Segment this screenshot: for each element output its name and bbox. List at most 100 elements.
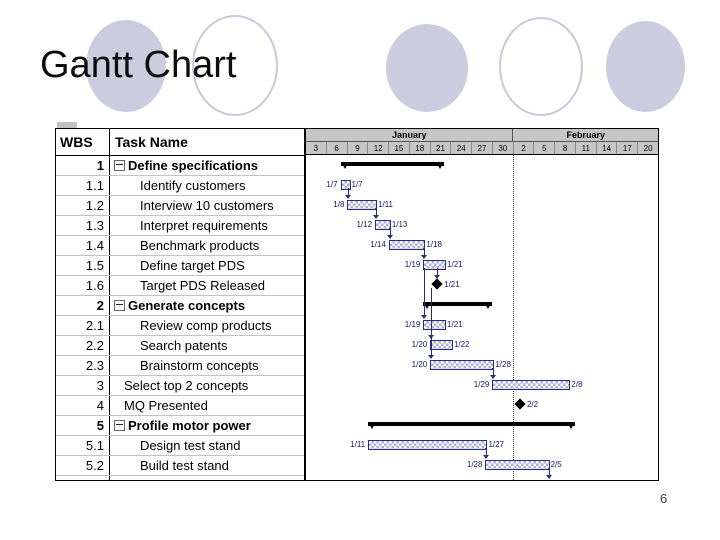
summary-bar-end-cap: [368, 422, 377, 429]
summary-bar-end-cap: [436, 162, 445, 169]
task-name-label: Select top 2 concepts: [124, 378, 249, 393]
wbs-cell: [56, 476, 110, 480]
bar-end-label: 1/21: [447, 260, 463, 269]
wbs-cell: 2.1: [56, 316, 110, 335]
day-tick: 14: [597, 142, 618, 154]
collapse-icon[interactable]: [114, 160, 125, 171]
wbs-cell: 2.2: [56, 336, 110, 355]
wbs-cell: 1.1: [56, 176, 110, 195]
task-name-cell: Interview 10 customers: [110, 196, 304, 215]
bar-start-label: 1/20: [411, 360, 428, 369]
link-line: [424, 248, 425, 256]
wbs-cell: 5.1: [56, 436, 110, 455]
page-number: 6: [660, 491, 668, 506]
task-name-label: MQ Presented: [124, 398, 208, 413]
current-date-line: [513, 155, 515, 480]
wbs-cell: 5: [56, 416, 110, 435]
summary-bar-end-cap: [423, 302, 432, 309]
day-tick: 8: [555, 142, 576, 154]
task-name-cell: Profile motor power: [110, 416, 304, 435]
task-bar: [368, 440, 488, 450]
task-bar: [485, 460, 550, 470]
task-bar: [375, 220, 391, 230]
link-line: [348, 188, 349, 196]
bar-start-label: 1/12: [356, 220, 373, 229]
day-tick: 27: [472, 142, 493, 154]
bar-start-label: 1/28: [466, 460, 483, 469]
bar-end-label: 1/7: [351, 180, 363, 189]
task-bar: [492, 380, 571, 390]
table-row: [56, 476, 304, 480]
wbs-cell: 1.3: [56, 216, 110, 235]
task-name-label: Build test stand: [140, 458, 229, 473]
day-tick: 30: [493, 142, 514, 154]
link-line: [390, 228, 391, 236]
milestone-label: 1/21: [444, 280, 460, 289]
month-label: January: [306, 129, 514, 141]
table-row: 2.2 Search patents: [56, 336, 304, 356]
bar-start-label: 1/11: [350, 440, 366, 449]
bar-start-label: 1/29: [473, 380, 490, 389]
task-name-cell: Generate concepts: [110, 296, 304, 315]
task-name-label: Search patents: [140, 338, 228, 353]
task-name-cell: Select top 2 concepts: [110, 376, 304, 395]
link-line: [549, 468, 550, 476]
summary-bar: [340, 162, 445, 166]
collapse-icon[interactable]: [114, 420, 125, 431]
day-tick: 24: [451, 142, 473, 154]
wbs-cell: 2: [56, 296, 110, 315]
collapse-icon[interactable]: [114, 300, 125, 311]
task-name-label: Interpret requirements: [140, 218, 268, 233]
bar-start-label: 1/14: [370, 240, 386, 249]
bar-start-label: 1/19: [404, 260, 421, 269]
day-tick: 9: [348, 142, 369, 154]
wbs-column-header: WBS: [56, 129, 110, 155]
task-name-cell: Target PDS Released: [110, 276, 304, 295]
bar-end-label: 1/18: [426, 240, 442, 249]
decor-circle-2: [192, 15, 278, 116]
day-tick: 12: [368, 142, 390, 154]
link-line: [424, 268, 425, 316]
wbs-cell: 1.2: [56, 196, 110, 215]
link-arrow: [434, 275, 440, 279]
task-bar: [347, 200, 377, 210]
summary-bar: [368, 422, 576, 426]
milestone-diamond: [431, 278, 443, 290]
task-name-label: Design test stand: [140, 438, 241, 453]
task-name-label: Benchmark products: [140, 238, 260, 253]
day-tick: 20: [643, 143, 653, 153]
bar-end-label: 2/5: [550, 460, 562, 469]
wbs-cell: 1.5: [56, 256, 110, 275]
day-tick: 5: [534, 142, 556, 154]
bar-start-label: 1/19: [404, 320, 421, 329]
link-arrow: [345, 195, 351, 199]
task-name-label: Define target PDS: [140, 258, 245, 273]
bar-end-label: 1/27: [488, 440, 505, 449]
link-line: [388, 228, 391, 229]
bar-start-label: 1/7: [326, 180, 338, 189]
bar-end-label: 2/8: [571, 380, 583, 389]
task-name-label: Interview 10 customers: [140, 198, 274, 213]
day-tick: 2: [514, 142, 535, 154]
link-arrow: [490, 375, 496, 379]
link-arrow: [373, 215, 379, 219]
table-row: 1.3 Interpret requirements: [56, 216, 304, 236]
summary-bar-end-cap: [484, 302, 493, 309]
task-name-cell: Identify customers: [110, 176, 304, 195]
day-tick: 11: [576, 142, 597, 154]
wbs-cell: 1: [56, 156, 110, 175]
task-name-label: Identify customers: [140, 178, 246, 193]
bar-end-label: 1/22: [453, 340, 470, 349]
link-arrow: [428, 355, 434, 359]
day-tick: 17: [617, 142, 639, 154]
day-tick: 15: [389, 142, 410, 154]
